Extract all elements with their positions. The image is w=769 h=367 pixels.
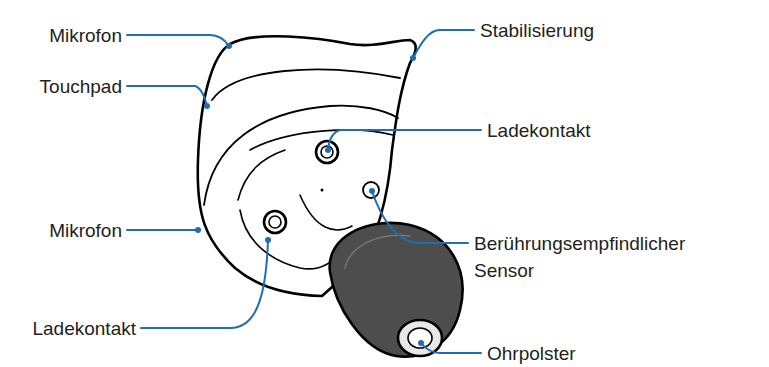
ear-tip-opening [408, 328, 432, 348]
part-label: Berührungsempfindlicher Sensor [474, 230, 724, 284]
leader-dot [265, 237, 271, 243]
leader-dot [418, 340, 424, 346]
mic-hole [321, 189, 324, 192]
part-label: Ladekontakt [32, 317, 136, 340]
leader-line [141, 240, 268, 328]
part-label: Mikrofon [49, 219, 122, 242]
inner-face [300, 195, 352, 230]
charging-contact [269, 216, 281, 228]
leader-line [413, 30, 474, 58]
leader-dot [410, 55, 416, 61]
leader-dot [226, 43, 232, 49]
ear-tip-shade [345, 235, 410, 268]
shell-edge [204, 106, 398, 205]
ear-tip-opening [398, 320, 442, 356]
leader-line [127, 86, 207, 106]
part-label: Stabilisierung [480, 19, 594, 42]
leader-line [372, 191, 468, 243]
inner-face [238, 150, 285, 200]
leader-line [421, 343, 481, 353]
touch-sensor [363, 182, 379, 198]
charging-contact [316, 141, 338, 163]
charging-contact [321, 146, 333, 158]
leader-dot [369, 188, 375, 194]
leader-line [127, 35, 229, 46]
part-label: Mikrofon [49, 24, 122, 47]
leader-dot [325, 147, 331, 153]
part-label: Ladekontakt [487, 119, 591, 142]
charging-contact [264, 211, 286, 233]
shell-edge [212, 69, 400, 100]
leader-dot [204, 103, 210, 109]
part-label: Touchpad [40, 75, 122, 98]
part-label: Ohrpolster [487, 342, 576, 365]
leader-line [127, 229, 198, 231]
leader-line [328, 130, 481, 150]
leader-dot [195, 227, 201, 233]
